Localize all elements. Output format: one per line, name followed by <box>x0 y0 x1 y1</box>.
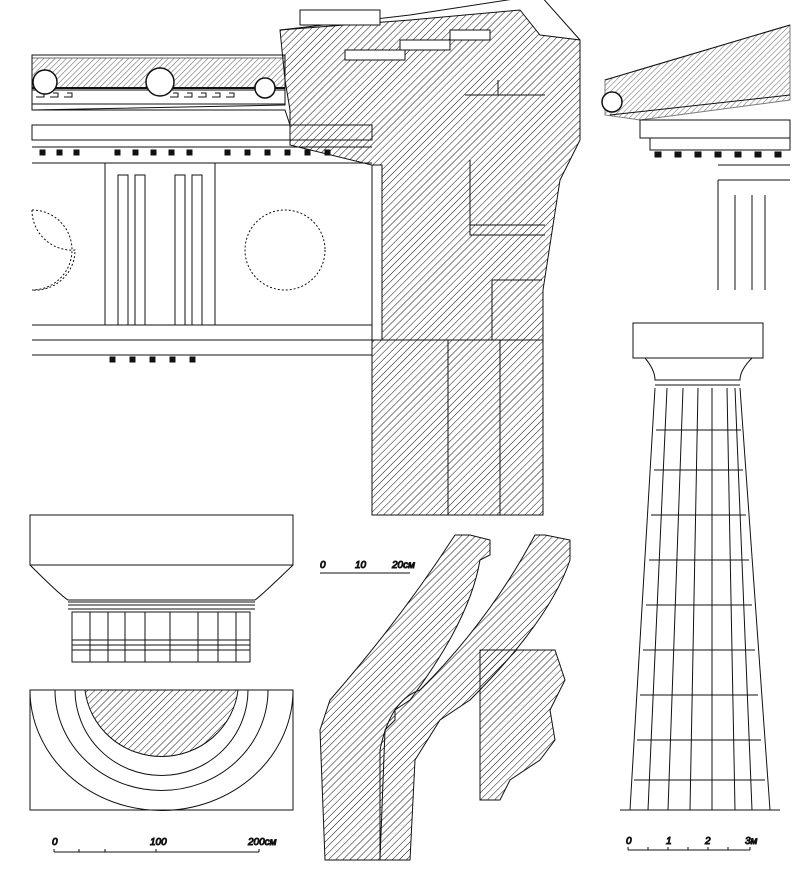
scale-bar-column: 0 1 2 3м <box>626 836 758 851</box>
lion-head-icon <box>601 91 623 113</box>
lion-head-icon <box>32 69 58 95</box>
scale-tick-label: 100 <box>150 837 167 848</box>
scale-tick-label: 0 <box>52 837 58 848</box>
triglyph-glyphs <box>117 174 203 326</box>
cornice-profiles <box>319 534 571 861</box>
entablature-elevation <box>31 54 373 363</box>
entablature-section <box>279 0 581 516</box>
capital-plan <box>29 689 294 811</box>
column-elevation <box>620 322 780 811</box>
scale-bar-profile: 0 10 20см <box>320 560 416 574</box>
scale-tick-label: 0 <box>320 560 326 571</box>
scale-tick-label: 3м <box>745 836 758 847</box>
scale-bar-capital: 0 100 200см <box>52 837 277 853</box>
corner-elevation <box>601 24 791 290</box>
scale-tick-label: 1 <box>666 836 672 847</box>
scale-tick-label: 20см <box>391 560 415 571</box>
capital-elevation <box>29 514 294 663</box>
scale-tick-label: 10 <box>355 560 367 571</box>
lion-head-icon <box>145 67 175 97</box>
scale-tick-label: 2 <box>704 836 711 847</box>
scale-tick-label: 0 <box>626 836 632 847</box>
scale-tick-label: 200см <box>247 837 277 848</box>
sima-ornament <box>31 54 286 111</box>
mutules <box>39 149 331 156</box>
lion-head-icon <box>254 77 276 99</box>
metope-disc <box>244 209 326 291</box>
